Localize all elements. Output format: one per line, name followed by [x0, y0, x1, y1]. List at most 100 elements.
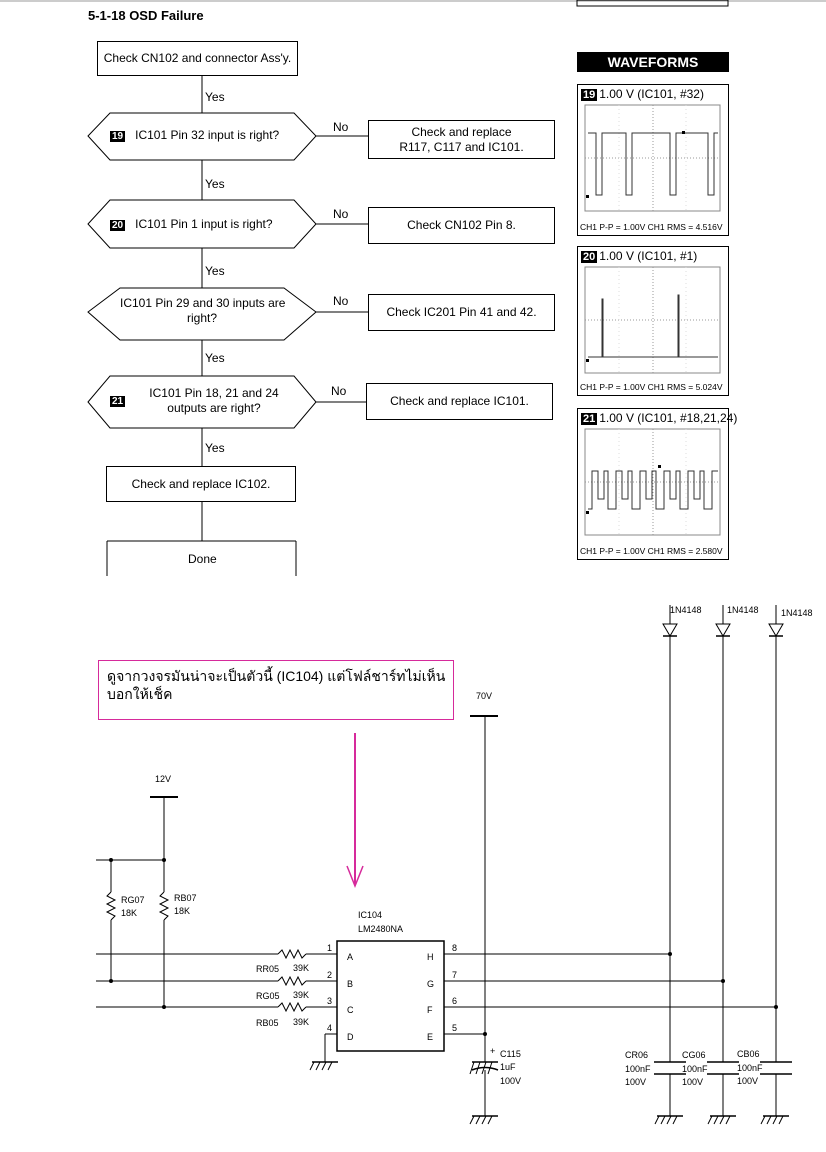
diode-column-r: [654, 605, 686, 1125]
action-21-box: Check and replace IC101.: [366, 383, 553, 420]
no-label: No: [333, 120, 349, 134]
diode-column-g: [707, 605, 739, 1125]
step-badge-20: 20: [110, 220, 126, 231]
ic104-body: [336, 940, 445, 1052]
pin-e: E: [427, 1032, 433, 1042]
label-rb05-val: 39K: [293, 1017, 309, 1027]
decision-mid-line1: IC101 Pin 29 and 30 inputs are: [120, 296, 286, 310]
pin-5: 5: [452, 1023, 457, 1033]
action-19-box: Check and replace R117, C117 and IC101.: [368, 120, 555, 159]
decision-20-text: IC101 Pin 1 input is right?: [135, 217, 273, 231]
label-rb07-val: 18K: [174, 906, 190, 916]
pin-2: 2: [327, 970, 332, 980]
action-20-box: Check CN102 Pin 8.: [368, 207, 555, 244]
label-diode-g: 1N4148: [727, 605, 759, 615]
label-cr06-val: 100nF: [625, 1064, 651, 1074]
label-rg05-val: 39K: [293, 990, 309, 1000]
yes-label: Yes: [205, 441, 225, 455]
yes-label: Yes: [205, 351, 225, 365]
step-badge-21: 21: [110, 396, 126, 407]
waveform-19-trace: [584, 104, 721, 212]
replace-ic102-box: Check and replace IC102.: [106, 466, 296, 502]
label-cr06-v: 100V: [625, 1077, 646, 1087]
waveforms-header: WAVEFORMS: [577, 52, 729, 72]
action-mid-box: Check IC201 Pin 41 and 42.: [368, 294, 555, 331]
label-rg07: RG07: [121, 895, 145, 905]
label-cr06: CR06: [625, 1050, 648, 1060]
label-rr05: RR05: [256, 964, 279, 974]
waveform-20-trace: [584, 266, 721, 374]
pin-g: G: [427, 979, 434, 989]
label-cg06: CG06: [682, 1050, 706, 1060]
decision-21: IC101 Pin 18, 21 and 24 outputs are righ…: [130, 386, 298, 416]
label-rg05: RG05: [256, 991, 280, 1001]
pin-d: D: [347, 1032, 354, 1042]
label-diode-r: 1N4148: [670, 605, 702, 615]
label-cb06: CB06: [737, 1049, 760, 1059]
label-rb07: RB07: [174, 893, 197, 903]
label-diode-b: 1N4148: [781, 608, 813, 618]
pin-a: A: [347, 952, 353, 962]
no-label: No: [331, 384, 347, 398]
pin-f: F: [427, 1005, 433, 1015]
decision-21-line2: outputs are right?: [167, 401, 261, 415]
yes-label: Yes: [205, 90, 225, 104]
label-c115-v: 100V: [500, 1076, 521, 1086]
yes-label: Yes: [205, 177, 225, 191]
done-label: Done: [188, 552, 217, 566]
decision-mid: IC101 Pin 29 and 30 inputs are right?: [120, 296, 286, 326]
no-label: No: [333, 294, 349, 308]
diode-column-b: [760, 605, 792, 1125]
no-label: No: [333, 207, 349, 221]
waveform-20-scale: 1.00 V (IC101, #1): [599, 249, 698, 263]
label-c115: C115: [500, 1049, 521, 1059]
yes-label: Yes: [205, 264, 225, 278]
pin-3: 3: [327, 996, 332, 1006]
waveform-21-readout: CH1 P-P = 1.00V CH1 RMS = 2.580V: [580, 546, 723, 556]
label-c115-val: 1uF: [500, 1062, 516, 1072]
label-cb06-val: 100nF: [737, 1063, 763, 1073]
label-70v: 70V: [476, 691, 492, 701]
label-ic104: IC104: [358, 910, 382, 920]
label-c115-plus: +: [490, 1046, 495, 1056]
annotation-note: ดูจากวงจรมันน่าจะเป็นตัวนี้ (IC104) แต่โ…: [98, 660, 454, 720]
waveform-19-badge: 19: [581, 89, 598, 101]
label-12v: 12V: [155, 774, 171, 784]
waveform-19-readout: CH1 P-P = 1.00V CH1 RMS = 4.516V: [580, 222, 723, 232]
pin-c: C: [347, 1005, 354, 1015]
pin-h: H: [427, 952, 434, 962]
waveform-21-badge: 21: [581, 413, 598, 425]
label-rg07-val: 18K: [121, 908, 137, 918]
pin-8: 8: [452, 943, 457, 953]
waveform-20-readout: CH1 P-P = 1.00V CH1 RMS = 5.024V: [580, 382, 723, 392]
decision-mid-line2: right?: [186, 311, 218, 325]
action-19-line2: R117, C117 and IC101.: [399, 139, 524, 154]
label-cb06-v: 100V: [737, 1076, 758, 1086]
pin-b: B: [347, 979, 353, 989]
waveform-21-trace: [584, 428, 721, 536]
start-box: Check CN102 and connector Ass'y.: [97, 41, 298, 76]
waveform-20-badge: 20: [581, 251, 598, 263]
waveform-19-scale: 1.00 V (IC101, #32): [599, 87, 704, 101]
decision-20: 20 IC101 Pin 1 input is right?: [110, 217, 273, 231]
label-cg06-val: 100nF: [682, 1064, 708, 1074]
action-19-line1: Check and replace: [411, 124, 512, 139]
pin-4: 4: [327, 1023, 332, 1033]
label-rr05-val: 39K: [293, 963, 309, 973]
pin-6: 6: [452, 996, 457, 1006]
label-cg06-v: 100V: [682, 1077, 703, 1087]
pin-7: 7: [452, 970, 457, 980]
step-badge-19: 19: [110, 131, 126, 142]
label-lm2480: LM2480NA: [358, 924, 403, 934]
pin-1: 1: [327, 943, 332, 953]
annotation-line2: บอกให้เช็ค: [107, 686, 173, 702]
